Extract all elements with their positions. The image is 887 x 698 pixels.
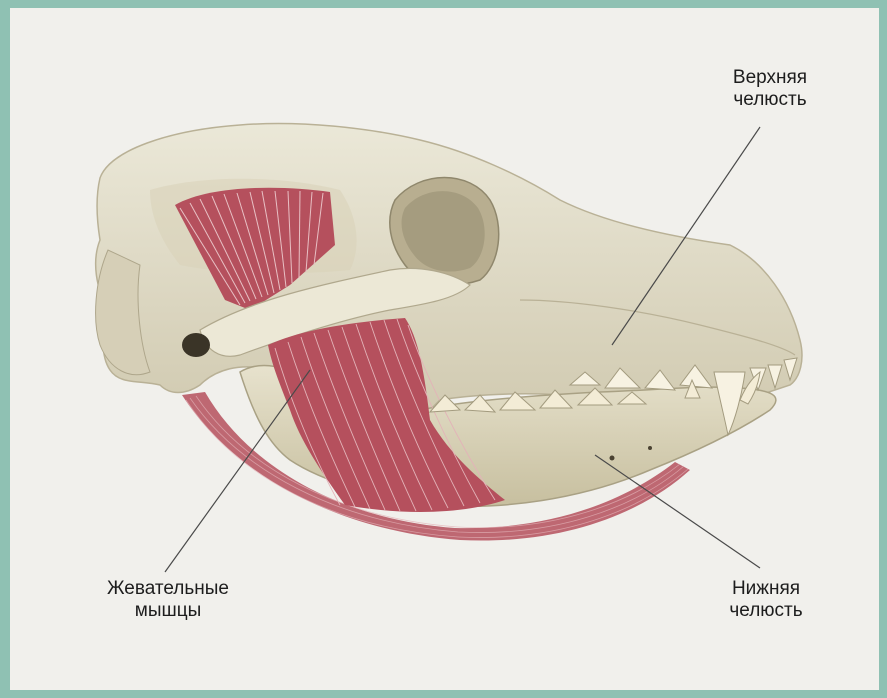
- masseter-label: Жевательные мышцы: [83, 578, 253, 622]
- lower-jaw-label-line1: Нижняя: [686, 578, 846, 600]
- mental-foramen: [610, 456, 615, 461]
- masseter-label-line1: Жевательные: [83, 578, 253, 600]
- upper-jaw-label: Верхняя челюсть: [690, 67, 850, 111]
- upper-jaw-label-line1: Верхняя: [690, 67, 850, 89]
- ear-canal: [182, 333, 210, 357]
- lower-jaw-label: Нижняя челюсть: [686, 578, 846, 622]
- masseter-label-line2: мышцы: [83, 600, 253, 622]
- diagram-canvas: Верхняя челюсть Нижняя челюсть Жевательн…: [10, 8, 879, 690]
- lower-jaw-label-line2: челюсть: [686, 600, 846, 622]
- upper-jaw-label-line2: челюсть: [690, 89, 850, 111]
- mental-foramen-2: [648, 446, 652, 450]
